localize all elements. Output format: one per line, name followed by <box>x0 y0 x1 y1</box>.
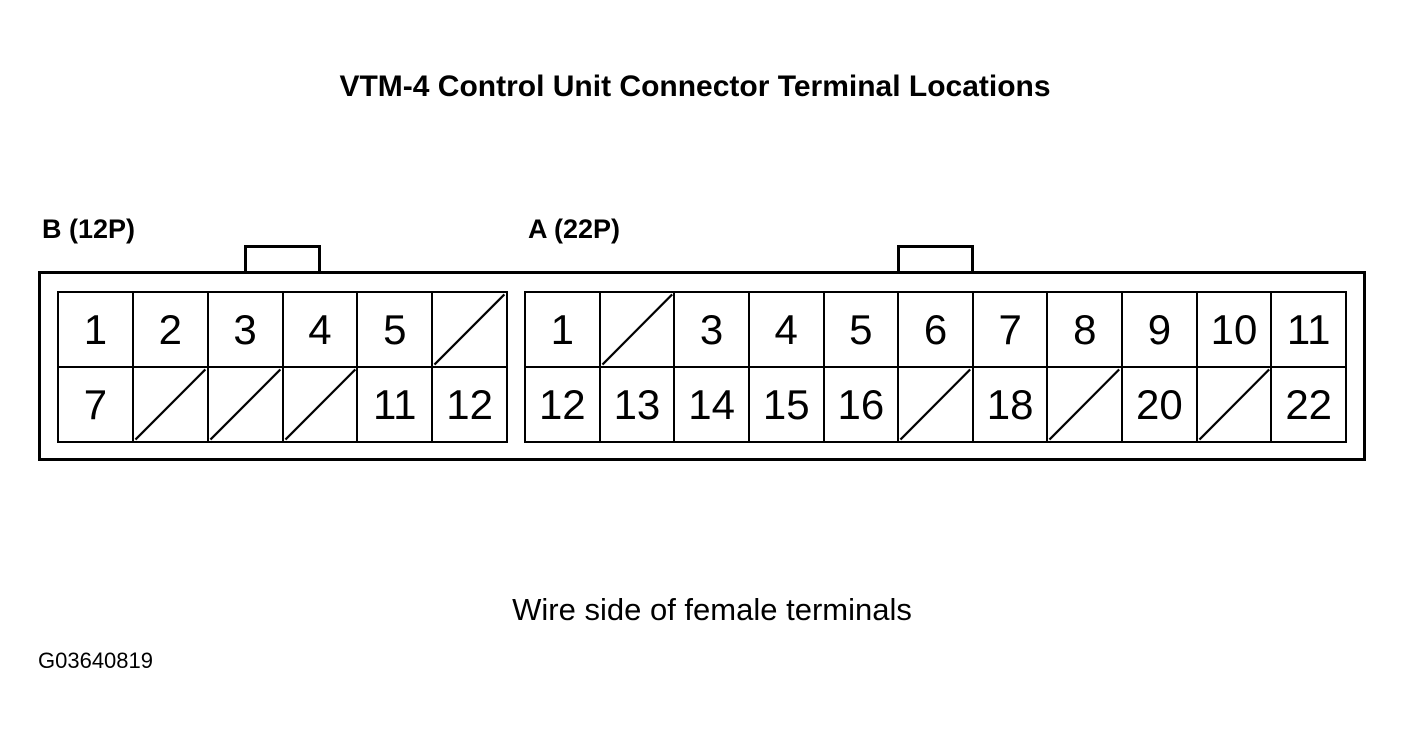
terminal-a-9: 9 <box>1122 292 1197 367</box>
slash-icon <box>433 293 506 366</box>
terminal-a-18: 18 <box>972 367 1048 442</box>
unused-terminal-slash <box>898 367 973 442</box>
unused-terminal-slash <box>1196 367 1272 442</box>
terminal-a-5: 5 <box>823 292 899 367</box>
unused-terminal-slash <box>282 367 358 442</box>
terminal-a-22: 22 <box>1271 367 1346 442</box>
slash-icon <box>1048 368 1121 441</box>
unused-terminal-slash <box>1047 367 1123 442</box>
terminal-b-12: 12 <box>432 367 507 442</box>
figure-id: G03640819 <box>38 648 153 673</box>
terminal-a-4: 4 <box>748 292 824 367</box>
slash-icon <box>601 293 674 366</box>
terminal-b-11: 11 <box>357 367 433 442</box>
slash-icon <box>899 368 972 441</box>
slash-icon <box>1198 368 1271 441</box>
terminal-a-14: 14 <box>674 367 749 442</box>
diagram-title: VTM-4 Control Unit Connector Terminal Lo… <box>339 70 1051 103</box>
connector-a-label: A (22P) <box>528 214 621 244</box>
slash-icon <box>209 368 282 441</box>
terminal-b-2: 2 <box>132 292 208 367</box>
unused-terminal-slash <box>432 292 507 367</box>
terminal-b-3: 3 <box>207 292 283 367</box>
terminal-a-7: 7 <box>972 292 1048 367</box>
connector-b-locking-tab <box>244 245 321 273</box>
terminal-a-8: 8 <box>1047 292 1123 367</box>
unused-terminal-slash <box>599 292 675 367</box>
slash-icon <box>284 368 357 441</box>
terminal-a-3: 3 <box>674 292 749 367</box>
terminal-a-10: 10 <box>1196 292 1272 367</box>
terminal-a-12: 12 <box>525 367 600 442</box>
terminal-b-4: 4 <box>282 292 358 367</box>
terminal-a-11: 11 <box>1271 292 1346 367</box>
terminal-b-1: 1 <box>58 292 133 367</box>
terminal-b-5: 5 <box>357 292 433 367</box>
unused-terminal-slash <box>207 367 283 442</box>
terminal-a-20: 20 <box>1122 367 1197 442</box>
unused-terminal-slash <box>132 367 208 442</box>
terminal-a-16: 16 <box>823 367 899 442</box>
connector-a-locking-tab <box>897 245 974 273</box>
terminal-a-15: 15 <box>748 367 824 442</box>
diagram-caption: Wire side of female terminals <box>512 592 912 627</box>
terminal-a-1: 1 <box>525 292 600 367</box>
slash-icon <box>134 368 207 441</box>
terminal-a-6: 6 <box>898 292 973 367</box>
terminal-b-7: 7 <box>58 367 133 442</box>
connector-b-label: B (12P) <box>42 214 136 244</box>
terminal-a-13: 13 <box>599 367 675 442</box>
